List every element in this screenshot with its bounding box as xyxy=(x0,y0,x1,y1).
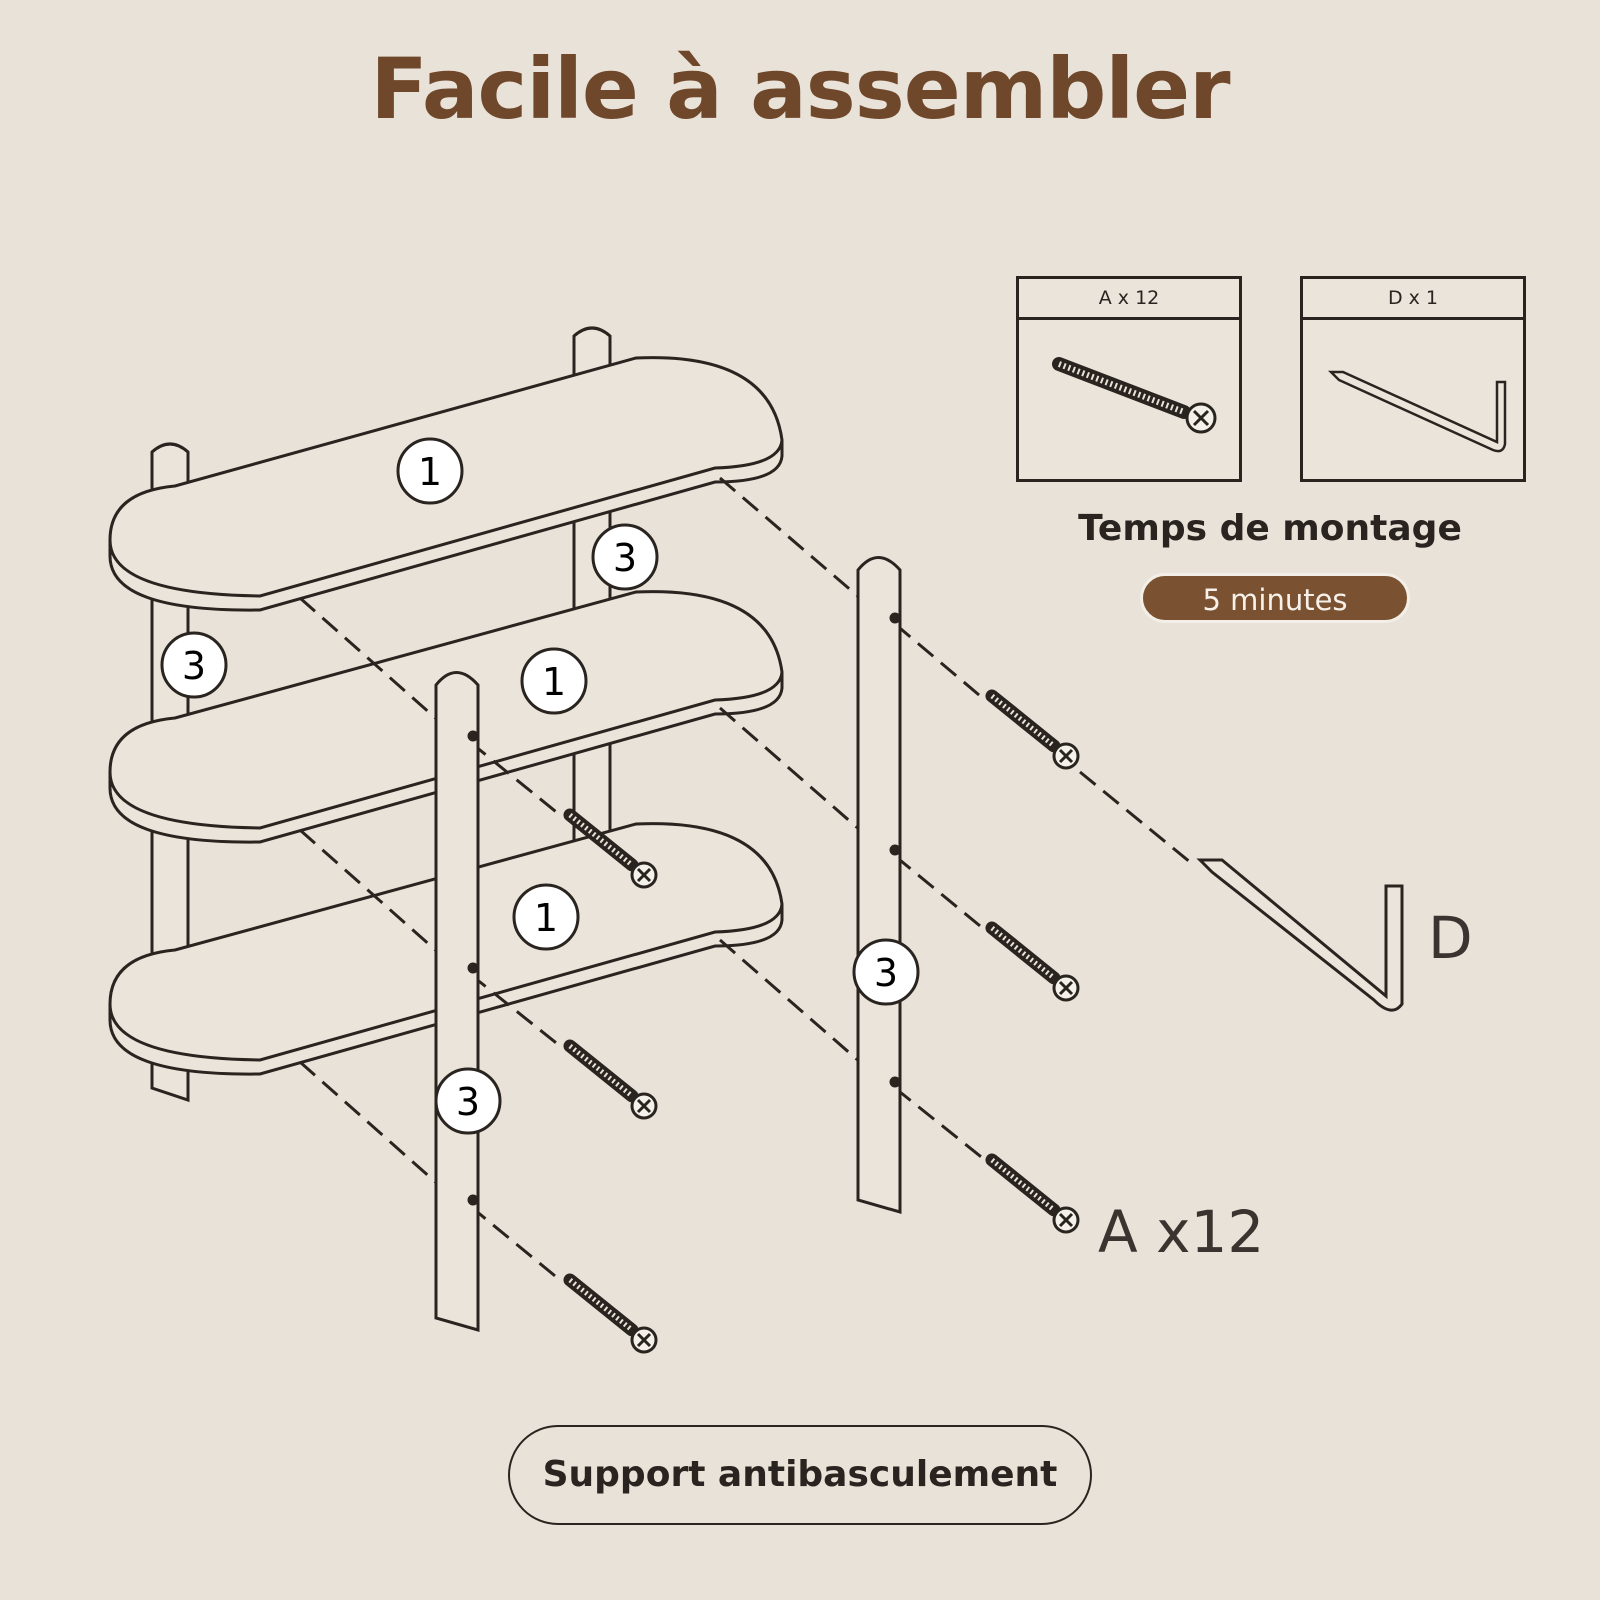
svg-text:1: 1 xyxy=(542,660,566,704)
assembly-time-badge: 5 minutes xyxy=(1140,573,1410,623)
svg-text:3: 3 xyxy=(874,951,898,995)
callout-3-front-right: 3 xyxy=(852,938,920,1006)
screws xyxy=(570,696,1078,1352)
callout-1-middle: 1 xyxy=(520,647,588,715)
svg-text:1: 1 xyxy=(534,896,558,940)
svg-text:1: 1 xyxy=(418,450,442,494)
svg-text:3: 3 xyxy=(613,536,637,580)
allen-key-label: D xyxy=(1428,904,1473,972)
svg-text:3: 3 xyxy=(182,644,206,688)
callout-1-top: 1 xyxy=(396,437,464,505)
anti-tip-support-label: Support antibasculement xyxy=(508,1425,1092,1525)
allen-key-icon xyxy=(1196,858,1404,1012)
part-box-screw: A x 12 xyxy=(1016,276,1242,482)
callout-3-back-left: 3 xyxy=(160,631,228,699)
callout-3-front-left: 3 xyxy=(434,1067,502,1135)
part-screw-label: A x 12 xyxy=(1019,279,1239,320)
callout-3-back-right: 3 xyxy=(591,523,659,591)
screw-quantity-label: A x12 xyxy=(1098,1198,1265,1266)
callout-1-bottom: 1 xyxy=(512,883,580,951)
assembly-time-label: Temps de montage xyxy=(1078,508,1462,549)
front-left-post xyxy=(434,671,480,1332)
part-box-key: D x 1 xyxy=(1300,276,1526,482)
front-right-post xyxy=(856,556,902,1214)
callout-circles: 1 1 1 3 3 3 3 xyxy=(160,437,920,1135)
part-key-label: D x 1 xyxy=(1303,279,1523,320)
guide-lines xyxy=(299,476,1191,1282)
screw-icon xyxy=(1052,357,1217,434)
svg-text:3: 3 xyxy=(456,1080,480,1124)
allen-key-small-icon xyxy=(1327,370,1507,453)
page-title: Facile à assembler xyxy=(370,40,1230,138)
